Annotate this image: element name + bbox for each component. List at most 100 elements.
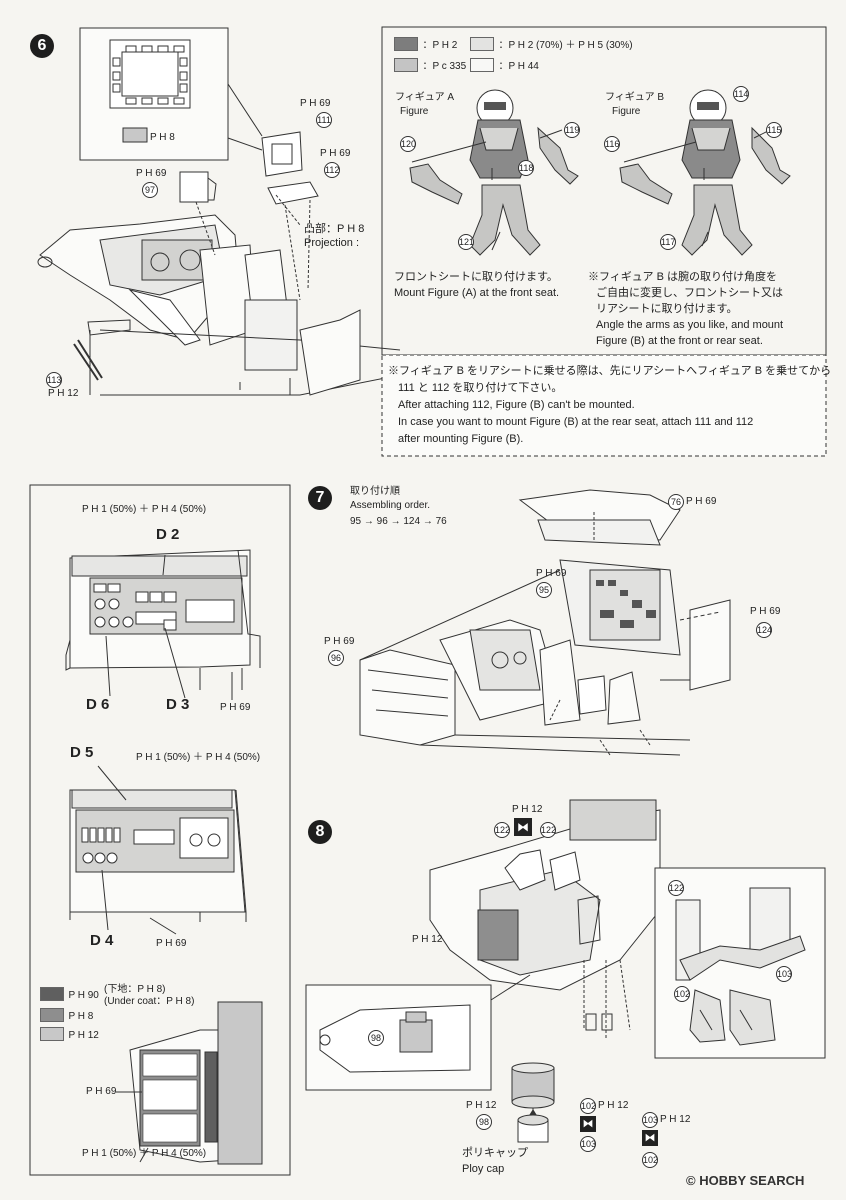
figure-a-title-jp: フィギュア A <box>395 92 455 103</box>
legend-bottom-1: P H 90 <box>40 985 99 1003</box>
figure-b-title-en: Figure <box>612 106 641 117</box>
part-111: 111 <box>316 112 332 128</box>
part-103-sub: 103 <box>580 1136 596 1152</box>
part-102: 102 <box>580 1098 596 1114</box>
part-121: 121 <box>458 234 474 250</box>
paint-122-top: P H 12 <box>512 804 543 815</box>
symmetry-icon: ⧓ <box>580 1116 596 1132</box>
part-124: 124 <box>756 622 772 638</box>
note-b-jp2: ご自由に変更し、フロントシート又は <box>596 287 783 299</box>
legend-swatch <box>394 57 418 72</box>
legend-text: ：P H 2 <box>422 40 458 51</box>
decal-d4: D 4 <box>90 932 114 949</box>
upper-panel-mix-label: P H 1 (50%) ＋ P H 4 (50%) <box>82 504 207 515</box>
upper-panel-paint-69: P H 69 <box>220 702 251 713</box>
legend-swatch <box>40 1026 64 1041</box>
inset-part-103: 103 <box>776 966 792 982</box>
note-en1: After attaching 112, Figure (B) can't be… <box>398 399 635 411</box>
legend-swatch <box>470 36 494 51</box>
part-98-inset: 98 <box>368 1030 384 1046</box>
inset-part-122: 122 <box>668 880 684 896</box>
part-118: 118 <box>518 160 534 176</box>
part-97: 97 <box>142 182 158 198</box>
paint-98: P H 12 <box>466 1100 497 1111</box>
note-en3: after mounting Figure (B). <box>398 433 524 445</box>
projection-en: Projection : <box>304 237 360 249</box>
step-7-marker: 7 <box>308 486 332 510</box>
legend-item-1: ：P H 2 <box>394 35 457 53</box>
part-98: 98 <box>476 1114 492 1130</box>
part-102-sub: 102 <box>642 1152 658 1168</box>
paint-113: P H 12 <box>48 388 79 399</box>
legend-item-3: ：P c 335 <box>394 56 466 74</box>
legend-swatch <box>40 986 64 1001</box>
part-112: 112 <box>324 162 340 178</box>
bottom-panel-mix-label: P H 1 (50%) ＋ P H 4 (50%) <box>82 1148 207 1159</box>
legend-bottom-2: P H 8 <box>40 1006 93 1024</box>
legend-item-4: ：P H 44 <box>470 56 539 74</box>
assembly-order-jp: 取り付け順 <box>350 486 400 497</box>
part-122-left: 122 <box>494 822 510 838</box>
bottom-panel-paint-69: P H 69 <box>86 1086 117 1097</box>
note-b-en1: Angle the arms as you like, and mount <box>596 319 784 331</box>
paint-111: P H 69 <box>300 98 331 109</box>
paint-12-left: P H 12 <box>412 934 443 945</box>
part-95: 95 <box>536 582 552 598</box>
legend-swatch <box>470 57 494 72</box>
part-114: 114 <box>733 86 749 102</box>
lower-panel-paint-69: P H 69 <box>156 938 187 949</box>
part-120: 120 <box>400 136 416 152</box>
paint-124: P H 69 <box>750 606 781 617</box>
decal-d6: D 6 <box>86 696 110 713</box>
paint-97: P H 69 <box>136 168 167 179</box>
legend-undercoat-en: (Under coat：P H 8) <box>104 996 195 1007</box>
legend-text: P H 12 <box>68 1030 99 1041</box>
part-76: 76 <box>668 494 684 510</box>
note-jp2: 111 と 112 を取り付けて下さい。 <box>398 382 563 394</box>
note-en2: In case you want to mount Figure (B) at … <box>398 416 754 428</box>
assembly-order-sequence: 95 → 96 → 124 → 76 <box>350 516 447 527</box>
figure-b-title-jp: フィギュア B <box>605 92 665 103</box>
note-b-jp3: リアシートに取り付けます。 <box>596 303 738 315</box>
note-b-en2: Figure (B) at the front or rear seat. <box>596 335 763 347</box>
part-113: 113 <box>46 372 62 388</box>
part-103: 103 <box>642 1112 658 1128</box>
decal-d3: D 3 <box>166 696 190 713</box>
paint-96: P H 69 <box>324 636 355 647</box>
legend-swatch <box>40 1007 64 1022</box>
part-117: 117 <box>660 234 676 250</box>
part-115: 115 <box>766 122 782 138</box>
paint-95: P H 69 <box>536 568 567 579</box>
paint-103: P H 12 <box>660 1114 691 1125</box>
note-jp1: ※フィギュア B をリアシートに乗せる際は、先にリアシートへフィギュア B を乗… <box>388 365 832 377</box>
polycap-jp: ポリキャップ <box>462 1147 528 1159</box>
figure-a-title-en: Figure <box>400 106 429 117</box>
step-8-marker: 8 <box>308 820 332 844</box>
part-119: 119 <box>564 122 580 138</box>
polycap-en: Ploy cap <box>462 1163 505 1175</box>
part-116: 116 <box>604 136 620 152</box>
step-6-marker: 6 <box>30 34 54 58</box>
watermark: © HOBBY SEARCH <box>686 1173 805 1188</box>
legend-text: ：P c 335 <box>422 61 467 72</box>
symmetry-icon: ⧓ <box>642 1130 658 1146</box>
decal-d2: D 2 <box>156 526 180 543</box>
legend-swatch <box>394 36 418 51</box>
legend-text: P H 8 <box>68 1011 94 1022</box>
legend-bottom-3: P H 12 <box>40 1025 99 1043</box>
legend-text: ：P H 2 (70%) ＋ P H 5 (30%) <box>498 40 633 51</box>
note-b-jp1: ※フィギュア B は腕の取り付け角度を <box>588 271 778 283</box>
paint-76: P H 69 <box>686 496 717 507</box>
paint-112: P H 69 <box>320 148 351 159</box>
mount-a-jp: フロントシートに取り付けます。 <box>394 271 558 283</box>
projection-jp: 凸部：P H 8 <box>304 223 365 235</box>
lower-panel-mix-label: P H 1 (50%) ＋ P H 4 (50%) <box>136 752 261 763</box>
decal-d5: D 5 <box>70 744 94 761</box>
inset-part-102: 102 <box>674 986 690 1002</box>
assembly-order-en: Assembling order. <box>350 500 431 511</box>
mount-a-en: Mount Figure (A) at the front seat. <box>394 287 560 299</box>
symmetry-icon: ⧓ <box>514 818 532 836</box>
paint-102: P H 12 <box>598 1100 629 1111</box>
legend-text: ：P H 44 <box>498 61 539 72</box>
